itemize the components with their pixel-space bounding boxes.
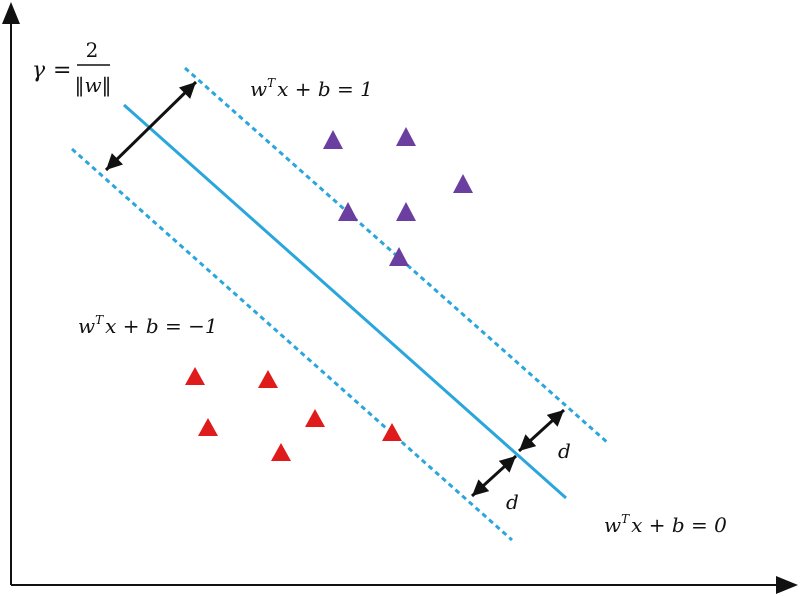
positive-point xyxy=(338,202,358,221)
margin-formula: γ = 2 ‖w‖ xyxy=(32,38,112,98)
positive-point xyxy=(389,247,409,266)
distance-label-upper: d xyxy=(558,439,571,463)
positive-point xyxy=(396,202,416,221)
decision-boundary xyxy=(123,103,567,500)
arrowhead xyxy=(106,153,124,170)
distance-arrow-upper xyxy=(517,408,566,453)
negative-point xyxy=(382,423,402,441)
negative-point xyxy=(198,418,218,436)
negative-point xyxy=(258,370,278,388)
negative-point xyxy=(305,409,325,427)
distance-arrow-lower xyxy=(470,454,518,498)
arrowhead xyxy=(472,479,490,496)
formula-denominator: ‖w‖ xyxy=(74,73,111,98)
margin-line-lower xyxy=(71,147,513,542)
formula-gamma: γ xyxy=(32,58,46,83)
positive-point xyxy=(453,174,473,193)
arrowhead xyxy=(498,456,516,473)
x-axis-arrowhead xyxy=(776,576,798,594)
formula-equals: = xyxy=(53,58,71,83)
negative-point xyxy=(271,443,291,461)
positive-class-points xyxy=(323,127,473,266)
positive-point xyxy=(323,130,343,149)
formula-numerator: 2 xyxy=(86,38,99,62)
arrowhead xyxy=(519,434,537,451)
margin-width-arrow xyxy=(104,80,198,172)
negative-class-points xyxy=(185,367,402,461)
y-axis-arrowhead xyxy=(2,2,20,24)
distance-label-lower: d xyxy=(506,490,519,514)
positive-point xyxy=(396,127,416,146)
arrowhead xyxy=(178,82,196,99)
negative-point xyxy=(185,367,205,385)
arrowhead xyxy=(546,410,564,427)
